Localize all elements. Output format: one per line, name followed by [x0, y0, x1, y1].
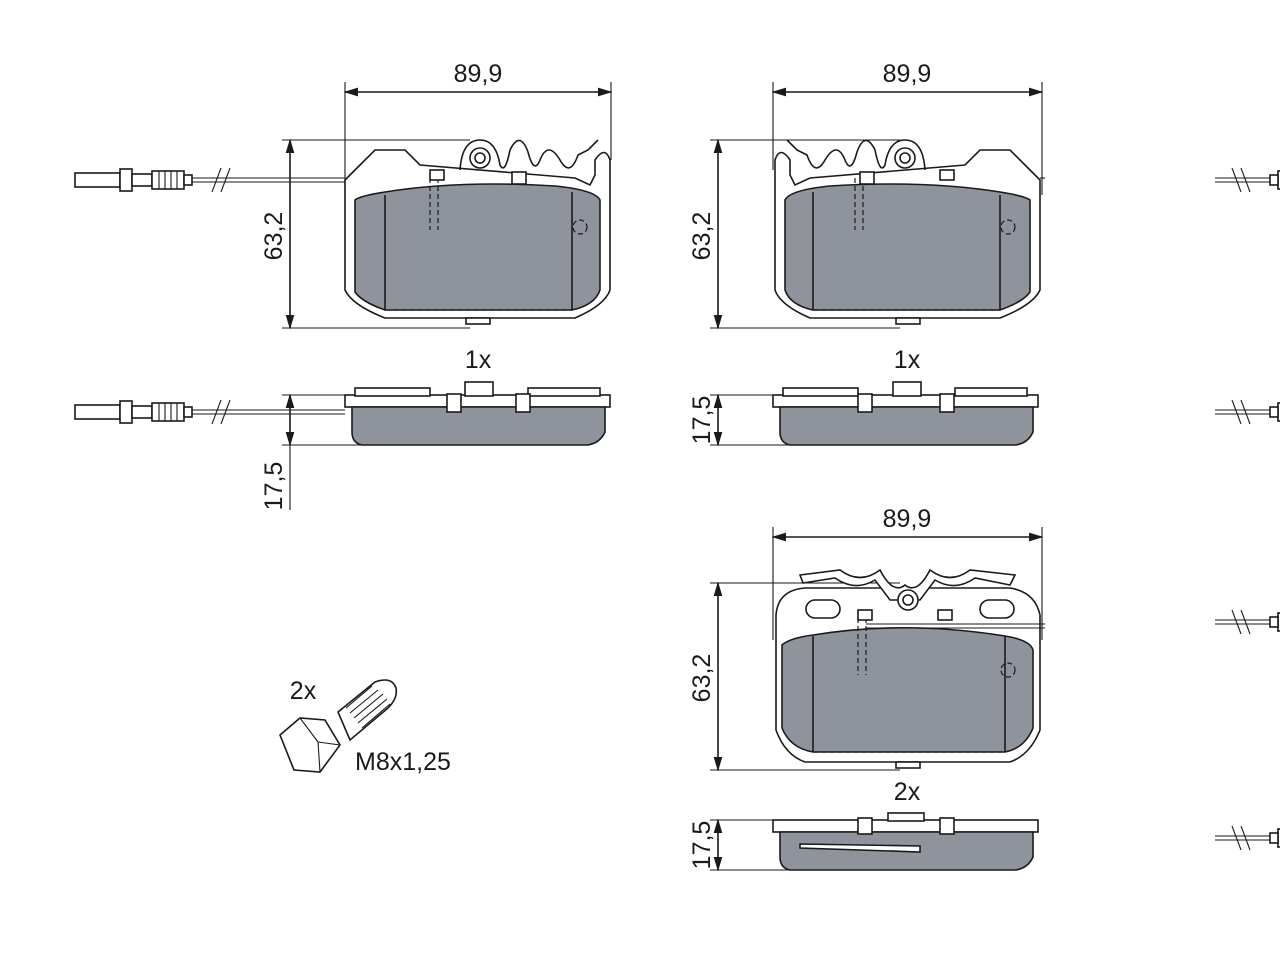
- quantity-label: 1x: [894, 346, 921, 374]
- friction-material: [781, 626, 1034, 753]
- pad-side-left: 1x 17,5: [74, 346, 611, 511]
- quantity-label: 2x: [894, 778, 921, 806]
- height-dimension-label: 63,2: [260, 212, 288, 261]
- quantity-label: 1x: [465, 346, 492, 374]
- thickness-dimension-label: 17,5: [688, 396, 716, 445]
- width-dimension-label: 89,9: [883, 505, 932, 533]
- height-dimension-label: 63,2: [688, 654, 716, 703]
- pad-top-left: 89,9 63,2: [74, 60, 613, 330]
- width-dimension-label: 89,9: [883, 60, 932, 88]
- thickness-dimension-label: 17,5: [688, 821, 716, 870]
- friction-material: [784, 183, 1031, 311]
- bolt-thread-label: M8x1,25: [355, 748, 451, 776]
- clip-spring: [786, 139, 926, 171]
- clip-spring: [798, 568, 1017, 601]
- height-dimension-label: 63,2: [688, 212, 716, 261]
- pad-bottom-right: 89,9 63,2: [688, 505, 1280, 772]
- friction-material: [354, 183, 601, 311]
- bolt: 2x M8x1,25: [279, 677, 451, 776]
- clip-spring: [459, 139, 599, 171]
- width-dimension-label: 89,9: [454, 60, 503, 88]
- bolt-quantity-label: 2x: [290, 677, 317, 705]
- thickness-dimension-label: 17,5: [260, 462, 288, 511]
- pad-top-right: 89,9 63,2: [688, 60, 1280, 330]
- pad-side-bottom: 2x 17,5: [688, 778, 1280, 872]
- pad-side-right: 1x 17,5: [688, 346, 1280, 447]
